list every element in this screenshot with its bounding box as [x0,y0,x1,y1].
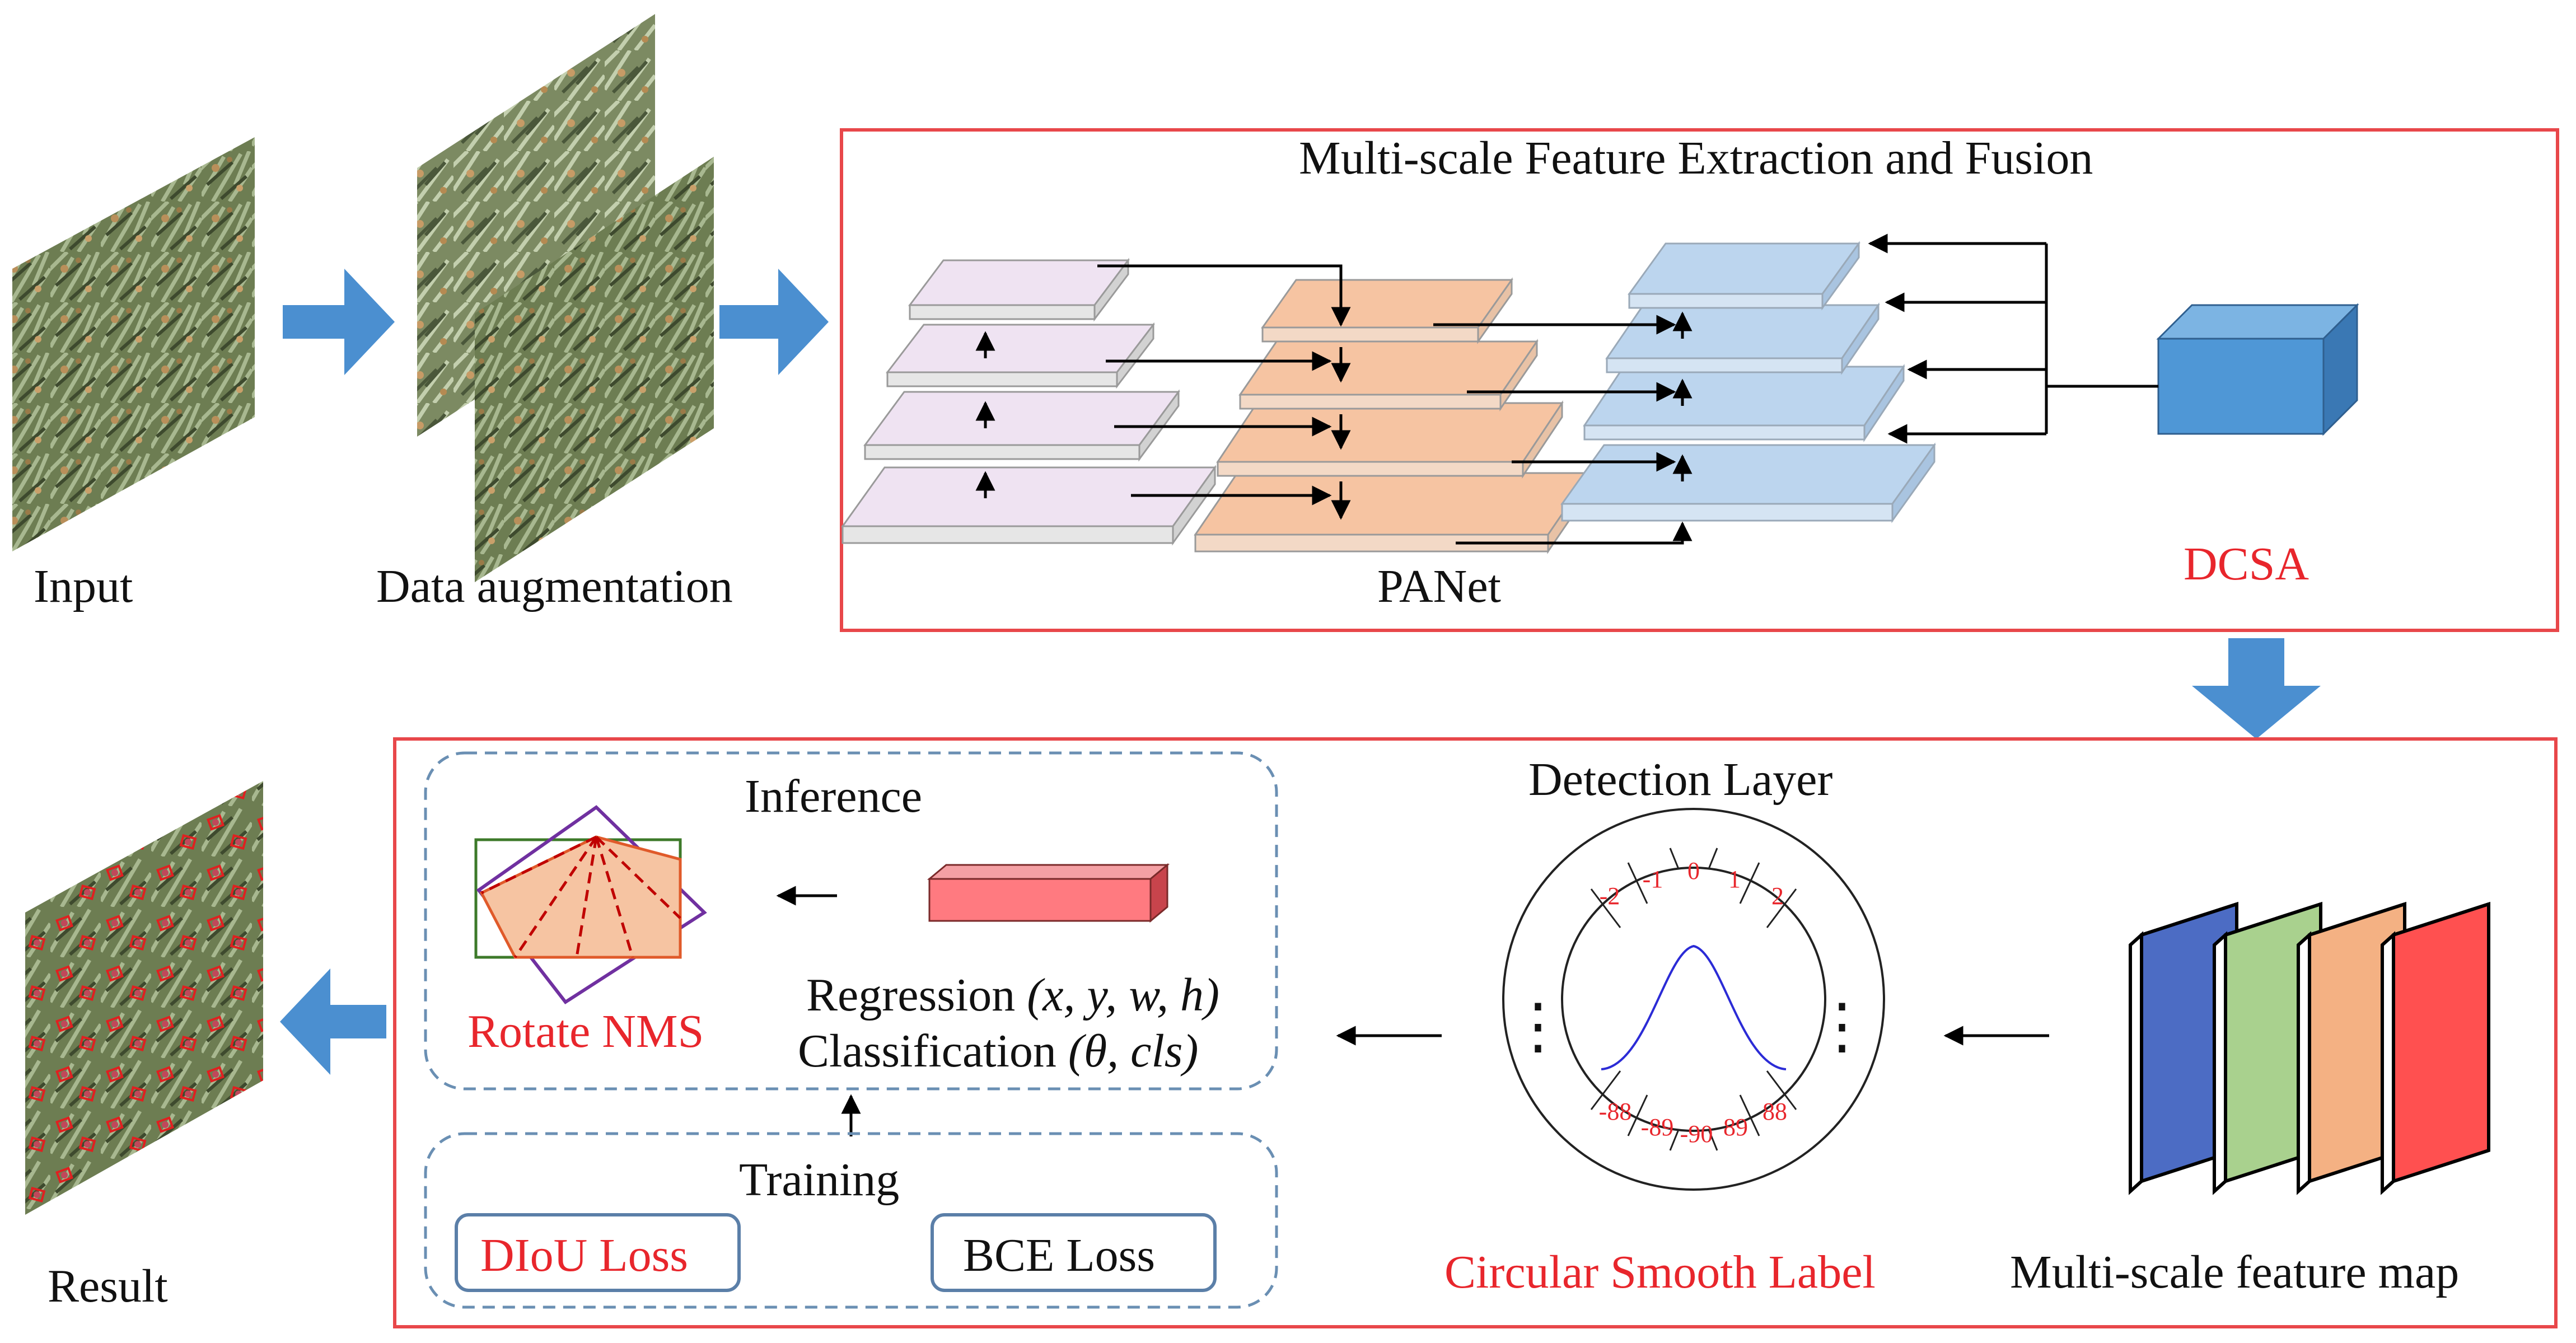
orange-layer-3 [1216,400,1564,479]
csl-label-top-2: -1 [1643,865,1663,893]
orange-down-arrows [1097,264,1351,520]
dcsa-label: DCSA [2184,538,2309,590]
classification-text: Classification [798,1025,1068,1077]
input-image [12,137,255,551]
panet-label: PANet [1377,560,1501,612]
regression-params: (x, y, w, h) [1027,969,1219,1021]
feature-extraction-frame [840,128,2559,632]
csl-label-bottom-3: -90 [1680,1120,1713,1148]
detection-layer-label: Detection Layer [1528,754,1832,806]
classification-params: (θ, cls) [1068,1025,1199,1077]
orange-layer-1 [1261,277,1513,344]
rotate-nms-label: Rotate NMS [467,1005,704,1057]
panet-blue-stack [1560,241,1936,523]
diou-loss-label: DIoU Loss [480,1229,688,1281]
diou-loss-box [455,1213,741,1292]
csl-label-top-1: -2 [1600,882,1620,910]
bce-loss-box [931,1213,1217,1292]
blue-arrow-2 [719,269,829,375]
detection-frame [393,737,2558,1328]
classification-line: Classification (θ, cls) [798,1025,1198,1077]
csl-ring [1502,808,1885,1191]
training-label: Training [739,1154,899,1206]
purple-layer-4 [841,465,1217,546]
csl-label-top-3: 0 [1687,857,1700,885]
blue-arrow-1 [283,269,395,375]
gaussian-curve [1601,944,1787,1070]
blue-down-arrow [2192,638,2321,739]
regression-text: Regression [806,969,1027,1021]
panet-orange-stack [1194,277,1592,554]
csl-ellipsis-left: ⋮ [1507,992,1569,1060]
bce-loss-label: BCE Loss [963,1229,1155,1281]
result-image [25,781,263,1215]
inference-label: Inference [745,770,922,822]
csl-label-bottom-2: -89 [1641,1113,1674,1141]
csl-ellipsis-right: ⋮ [1811,992,1873,1060]
feature-extraction-title: Multi-scale Feature Extraction and Fusio… [1299,132,2093,184]
augmented-image-front [475,157,714,582]
purple-layer-2 [885,322,1156,389]
orange-layer-4 [1194,470,1592,554]
feature-map-red [2381,901,2490,1195]
data-augmentation-label: Data augmentation [376,560,733,612]
input-label: Input [34,560,133,612]
inference-box [424,751,1278,1091]
csl-label-top-5: 2 [1771,882,1784,910]
csl-label-top-4: 1 [1728,865,1741,893]
csl-label-bottom-5: 88 [1762,1098,1787,1125]
regression-line: Regression (x, y, w, h) [806,969,1219,1021]
orange-layer-2 [1238,339,1539,411]
csl-label-bottom-1: -88 [1599,1098,1632,1125]
purple-layer-1 [908,258,1130,322]
circular-smooth-label-label: Circular Smooth Label [1444,1246,1876,1298]
prediction-bar [927,863,1170,923]
multi-scale-feature-map-label: Multi-scale feature map [2010,1246,2459,1298]
result-label: Result [48,1260,168,1312]
purple-to-orange-arrows [1106,351,1332,506]
blue-arrow-left [280,968,386,1075]
blue-layer-2 [1605,302,1880,375]
blue-layer-4 [1560,442,1936,523]
rotate-nms-graphic [474,805,707,1005]
csl-label-bottom-4: 89 [1723,1113,1748,1141]
dcsa-cube [2156,303,2359,436]
blue-layer-1 [1628,241,1860,311]
training-box [424,1132,1278,1309]
orange-to-blue-arrows [1433,315,1693,545]
blue-layer-3 [1583,364,1905,442]
panet-purple-stack [841,258,1217,546]
dcsa-feedback-arrows [1868,233,2158,444]
feature-map-stack [2129,901,2490,1195]
